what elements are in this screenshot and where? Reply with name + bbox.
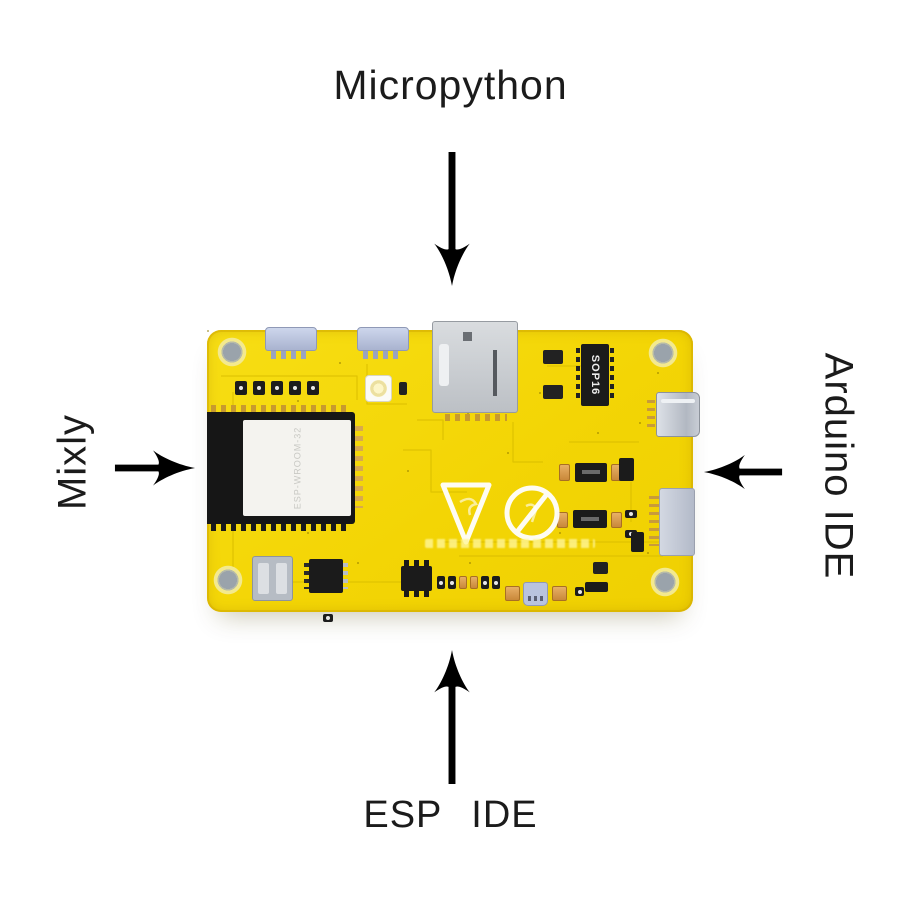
transistor-2 (543, 385, 563, 399)
jst-connector-top-1-pins (271, 351, 311, 359)
voltage-regulator-2 (573, 510, 607, 528)
passive-component (481, 576, 489, 589)
soic8-pins-top (404, 560, 430, 566)
module-label-text: ESP-WROOM-32 (291, 426, 302, 510)
speaker-connector (252, 556, 293, 601)
label-esp-ide: ESP IDE (363, 794, 538, 836)
connector-bottom-pins (528, 596, 543, 601)
passive-component (470, 576, 478, 589)
regulator-1-marking (582, 470, 600, 474)
voltage-regulator-1 (575, 463, 607, 482)
small-transistor (593, 562, 608, 574)
passive-component (459, 576, 467, 589)
esp32-wifi-module: ESP-WROOM-32 (207, 405, 355, 531)
jst-connector-top-2 (357, 327, 409, 351)
esp32-dev-board: SOP16 ESP-WROOM-32 (207, 321, 700, 622)
label-micropython: Micropython (333, 62, 568, 108)
sop16-chip-label: SOP16 (589, 354, 601, 396)
microsd-slot-detent (463, 332, 472, 341)
small-component (625, 510, 637, 518)
microsd-slot-pins (445, 414, 507, 421)
sop16-pins-right (610, 348, 614, 402)
transistor-1 (543, 350, 563, 364)
small-ic (585, 582, 608, 592)
recycle-triangle-icon (440, 482, 492, 545)
speaker-connector-slot (276, 563, 287, 594)
amplifier-ic-pins-right (343, 563, 348, 589)
label-arduino-ide: Arduino IDE (816, 352, 861, 580)
microsd-slot (432, 321, 518, 413)
module-pins-bottom (211, 524, 351, 531)
passive-component (307, 381, 319, 395)
rgb-led-lens (370, 380, 387, 397)
no-dispose-circle-icon (504, 485, 560, 541)
speaker-connector-slot (258, 563, 269, 594)
microsd-slot-opening (439, 344, 449, 386)
micro-usb-port (656, 392, 700, 437)
sop16-pins-left (576, 348, 580, 402)
micro-usb-shield-highlight (661, 399, 695, 403)
capacitor (559, 464, 570, 481)
mounting-hole-bottom-right (650, 567, 680, 597)
micro-usb-pins (647, 400, 655, 428)
board-model-silkscreen (425, 539, 595, 548)
mounting-hole-top-right (648, 338, 678, 368)
amplifier-ic (304, 559, 348, 593)
module-pins-top (211, 405, 351, 412)
passive-component (235, 381, 247, 395)
jst-connector-right-pins (649, 496, 659, 546)
small-ic (631, 532, 644, 552)
sop16-chip: SOP16 (581, 344, 609, 406)
mounting-hole-top-left (217, 337, 247, 367)
capacitor (611, 512, 622, 528)
jst-connector-top-1 (265, 327, 317, 351)
pcb-vias (207, 330, 209, 332)
small-component (323, 614, 333, 622)
connector-bottom (523, 582, 548, 606)
gold-pad (505, 586, 520, 601)
jst-connector-top-2-pins (363, 351, 403, 359)
jst-connector-right (659, 488, 695, 556)
silkscreen-icons (440, 482, 560, 545)
soic8-chip (401, 560, 432, 597)
passive-component (437, 576, 445, 589)
passive-row-top (235, 381, 331, 395)
mounting-hole-bottom-left (213, 565, 243, 595)
passive-component (492, 576, 500, 589)
gold-pad (552, 586, 567, 601)
passive-component (289, 381, 301, 395)
small-component (399, 382, 407, 395)
microsd-slot-spring (493, 350, 497, 396)
arrow-left-icon (703, 454, 783, 490)
arrow-right-icon (114, 450, 196, 486)
passive-component (271, 381, 283, 395)
passive-component (253, 381, 265, 395)
module-side-pads (355, 426, 363, 508)
module-shield-label: ESP-WROOM-32 (243, 420, 351, 516)
passive-row-bottom (437, 576, 500, 589)
arrow-down-icon (434, 151, 470, 287)
amplifier-ic-pins-left (304, 563, 309, 589)
arrow-up-icon (434, 649, 470, 785)
regulator-2-marking (581, 517, 599, 521)
soic8-pins-bottom (404, 591, 430, 597)
rgb-led (365, 375, 392, 402)
label-mixly: Mixly (50, 413, 95, 511)
passive-component (448, 576, 456, 589)
small-component (575, 587, 584, 596)
diode (619, 458, 634, 481)
